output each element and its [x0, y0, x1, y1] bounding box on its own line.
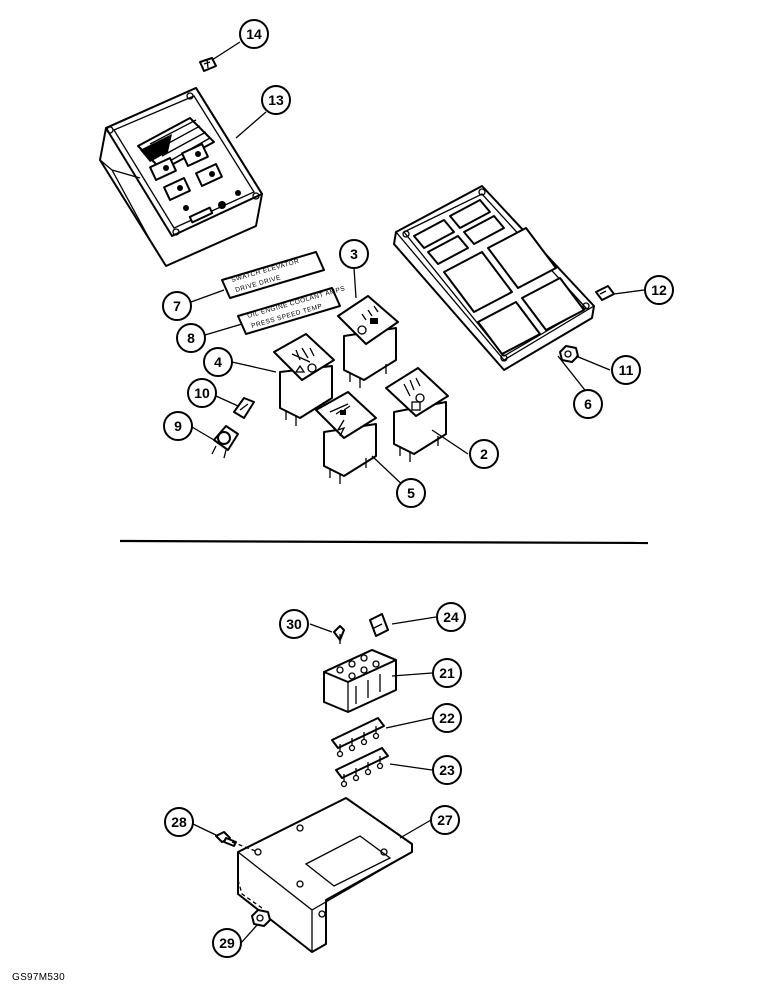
svg-text:3: 3 [350, 246, 358, 262]
nut-11 [559, 345, 579, 363]
callout-4: 4 [203, 347, 233, 377]
decal-7: SWATCH ELEVATOR DRIVE DRIVE [221, 251, 325, 299]
gauge-4 [273, 333, 335, 426]
svg-text:10: 10 [194, 385, 210, 401]
svg-text:2: 2 [480, 446, 488, 462]
svg-text:24: 24 [443, 609, 459, 625]
svg-text:13: 13 [268, 92, 284, 108]
bolt-28 [215, 831, 237, 847]
figure-code: GS97M530 [12, 972, 65, 983]
svg-text:5: 5 [407, 485, 415, 501]
decal-8: OIL ENGINE COOLANT AMPS PRESS SPEED TEMP [237, 285, 346, 335]
callout-29: 29 [212, 928, 242, 958]
section-divider [119, 539, 649, 545]
callout-5: 5 [396, 478, 426, 508]
gauge-2 [385, 367, 449, 462]
svg-text:11: 11 [619, 362, 634, 378]
callout-24: 24 [436, 602, 466, 632]
svg-text:21: 21 [439, 665, 455, 681]
callout-7: 7 [162, 291, 192, 321]
terminal-strip-23 [335, 747, 389, 788]
panel-6 [393, 185, 595, 371]
callout-13: 13 [261, 85, 291, 115]
instrument-cluster-13 [99, 87, 263, 267]
bulb-holder-10 [233, 397, 255, 419]
callout-8: 8 [176, 323, 206, 353]
gauge-3 [337, 295, 399, 388]
fuse-block-21 [323, 649, 397, 713]
callout-6: 6 [573, 389, 603, 419]
svg-text:23: 23 [439, 762, 455, 778]
bulb-9 [211, 425, 239, 459]
svg-text:4: 4 [214, 354, 222, 370]
callout-27: 27 [430, 805, 460, 835]
terminal-strip-22 [331, 717, 385, 758]
svg-text:6: 6 [584, 396, 592, 412]
svg-text:8: 8 [187, 330, 195, 346]
svg-text:22: 22 [439, 710, 455, 726]
svg-text:30: 30 [286, 616, 302, 632]
svg-text:28: 28 [171, 814, 187, 830]
screw-12 [595, 285, 615, 301]
screw-14 [199, 57, 217, 72]
callout-3: 3 [339, 239, 369, 269]
screw-30 [333, 625, 345, 644]
callout-14: 14 [239, 19, 269, 49]
gauge-5 [315, 391, 377, 484]
callout-30: 30 [279, 609, 309, 639]
fuse-24 [369, 613, 389, 637]
callout-2: 2 [469, 439, 499, 469]
nut-29 [251, 909, 271, 927]
callout-22: 22 [432, 703, 462, 733]
callout-9: 9 [163, 411, 193, 441]
svg-text:12: 12 [651, 282, 667, 298]
callout-21: 21 [432, 658, 462, 688]
svg-text:14: 14 [246, 26, 262, 42]
callout-12: 12 [644, 275, 674, 305]
callout-28: 28 [164, 807, 194, 837]
callout-11: 11 [611, 355, 641, 385]
svg-text:29: 29 [219, 935, 235, 951]
bracket-27 [237, 797, 413, 953]
svg-text:27: 27 [437, 812, 453, 828]
callout-10: 10 [187, 378, 217, 408]
svg-text:9: 9 [174, 418, 182, 434]
callout-23: 23 [432, 755, 462, 785]
svg-text:7: 7 [173, 298, 181, 314]
